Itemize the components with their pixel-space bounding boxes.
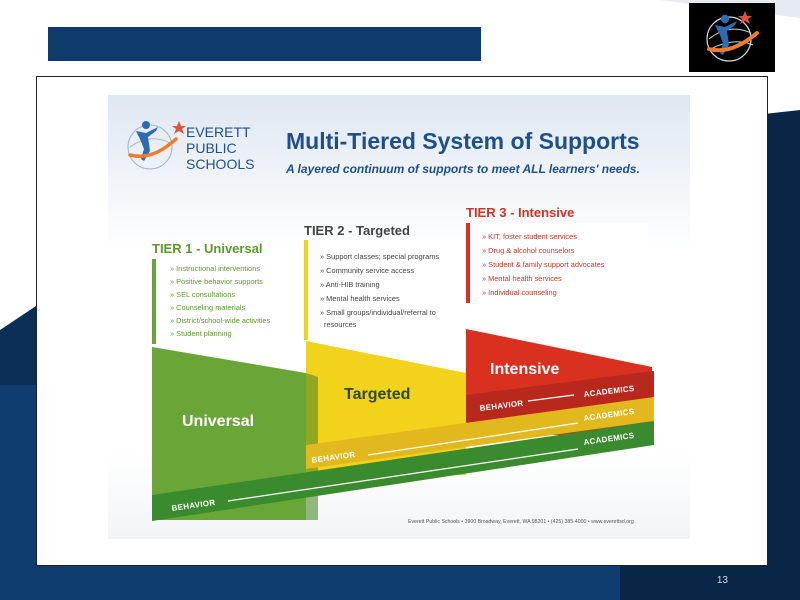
slide-number: 13 xyxy=(716,575,728,586)
tier-1-item: » Student planning xyxy=(170,329,232,338)
tier-2-item: » Support classes; special programs xyxy=(320,252,439,261)
tier-3-item: » Drug & alcohol counselors xyxy=(482,246,575,255)
mtss-infographic: EVERETT PUBLIC SCHOOLS Multi-Tiered Syst… xyxy=(108,95,690,539)
intensive-label: Intensive xyxy=(490,361,559,378)
red-band-arrow-icon xyxy=(527,394,575,402)
brand-line-1: EVERETT xyxy=(186,124,251,140)
green-band xyxy=(152,421,654,521)
tier-2-item: resources xyxy=(324,320,357,329)
tier-1-item: » District/school-wide activities xyxy=(170,316,271,325)
yellow-band-arrow-icon xyxy=(367,422,579,456)
tier-3-item: » Mental health services xyxy=(482,274,562,283)
infographic-subtitle: A layered continuum of supports to meet … xyxy=(285,162,640,176)
tier-1-block xyxy=(152,347,306,520)
tier-3-item: » Individual counseling xyxy=(482,288,557,297)
tier-2-item: » Community service access xyxy=(320,266,414,275)
tier-2-list-accent xyxy=(304,240,308,340)
tier-2-item: » Mental health services xyxy=(320,294,400,303)
tier-3-heading: TIER 3 - Intensive xyxy=(466,205,574,220)
tier-1-heading: TIER 1 - Universal xyxy=(152,241,263,256)
everett-figure-logo-icon xyxy=(127,121,186,170)
tier-2-item: » Anti-HIB training xyxy=(320,280,380,289)
brand-line-2: PUBLIC xyxy=(186,140,237,156)
tier-2-item: » Small groups/individual/referral to xyxy=(320,308,436,317)
infographic-title: Multi-Tiered System of Supports xyxy=(286,128,640,154)
tier-1-item: » Counseling materials xyxy=(170,303,245,312)
slide-title-bar xyxy=(48,27,481,61)
tier-3-item: » KIT, foster student services xyxy=(482,232,577,241)
brand-line-3: SCHOOLS xyxy=(186,156,254,172)
tier-3-item: » Student & family support advocates xyxy=(482,260,605,269)
green-band-arrow-icon xyxy=(227,448,579,502)
universal-label: Universal xyxy=(182,413,254,430)
tier-1-list-accent xyxy=(152,259,156,344)
tier-3-list-accent xyxy=(466,223,470,303)
tier-1-item: » Instructional interventions xyxy=(170,264,260,273)
tier-2-heading: TIER 2 - Targeted xyxy=(304,223,410,238)
tier-1-item: » SEL consultations xyxy=(170,290,235,299)
district-logo xyxy=(689,3,775,72)
tier-2-list-bg xyxy=(304,240,466,340)
infographic-footer: Everett Public Schools • 3900 Broadway, … xyxy=(408,519,634,525)
mtss-graphic: EVERETT PUBLIC SCHOOLS Multi-Tiered Syst… xyxy=(127,121,654,525)
tier-1-item: » Positive behavior supports xyxy=(170,277,263,286)
stylized-figure-logo-icon xyxy=(706,11,759,62)
tier-1-list-bg xyxy=(152,259,296,344)
targeted-label: Targeted xyxy=(344,386,410,403)
tier-3-list-bg xyxy=(466,223,648,303)
